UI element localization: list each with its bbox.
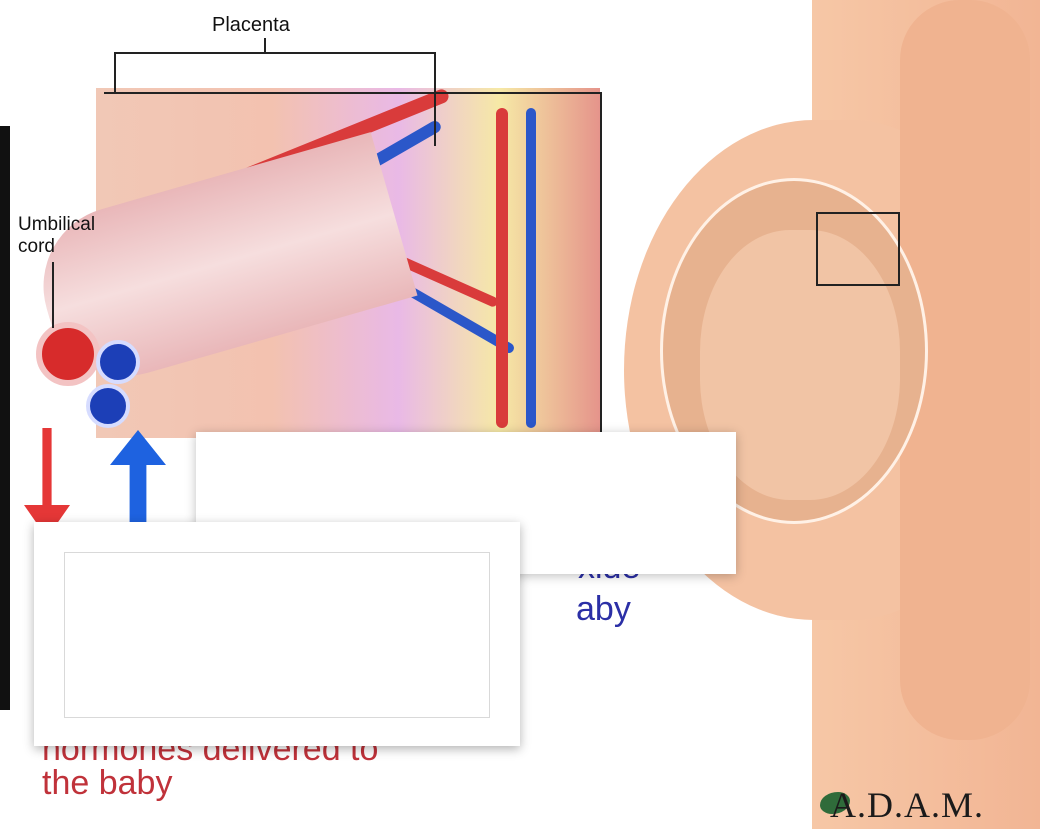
- placenta-bracket: [434, 52, 436, 146]
- cord-leader-line: [52, 262, 54, 328]
- overlay-card-inner: [64, 552, 490, 718]
- placenta-bracket: [264, 38, 266, 54]
- up-arrow-blue-icon: [110, 430, 166, 530]
- caption-line: the baby: [42, 764, 172, 803]
- caption-fragment: aby: [576, 590, 631, 629]
- cord-artery-cross-section: [36, 322, 100, 386]
- placenta-bracket: [114, 52, 436, 54]
- adam-logo: A.D.A.M.: [830, 784, 984, 826]
- cord-vein-cross-section: [96, 340, 140, 384]
- cord-vein-cross-section: [86, 384, 130, 428]
- placenta-bracket: [114, 52, 116, 92]
- placenta-inset-box: [816, 212, 900, 286]
- umbilical-cord-label: Umbilical cord: [18, 214, 128, 258]
- left-dark-edge: [0, 126, 10, 710]
- placenta-label: Placenta: [212, 14, 290, 37]
